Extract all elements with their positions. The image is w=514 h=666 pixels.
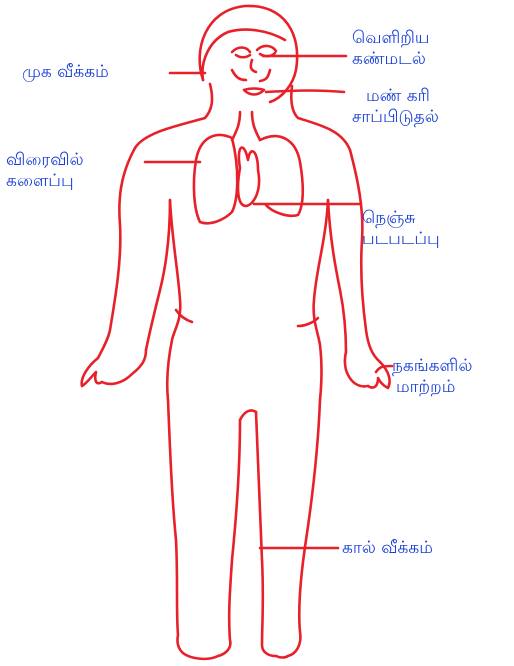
right-leg-inner — [256, 412, 276, 656]
label-leg-swelling-line1: கால் வீக்கம் — [342, 538, 433, 559]
left-neck-shoulder — [135, 84, 212, 148]
left-arm-inner — [146, 200, 170, 350]
label-eating-soil-line2: சாப்பிடுதல் — [352, 107, 439, 128]
left-hand — [82, 350, 146, 386]
cheeks — [232, 70, 270, 81]
left-eye — [232, 48, 250, 58]
mouth — [244, 89, 264, 95]
right-eye — [257, 46, 276, 56]
trachea — [232, 112, 260, 140]
heart — [238, 148, 259, 206]
label-quick-fatigue-line2: களைப்பு — [6, 171, 84, 192]
label-pale-eyelids: வெளிறிய கண்மடல் — [352, 28, 430, 70]
left-arm-outer — [98, 148, 135, 358]
nose — [251, 60, 256, 72]
pointer-nails — [376, 366, 392, 372]
right-arm-inner — [328, 200, 346, 352]
label-eating-soil: மண் கரி சாப்பிடுதல் — [352, 86, 439, 128]
pointer-mouth — [266, 91, 344, 93]
left-leg-outer — [168, 400, 186, 655]
left-foot — [186, 655, 218, 659]
label-palpitations: நெஞ்சு படபடப்பு — [362, 208, 440, 250]
right-foot — [276, 656, 288, 658]
right-arm-outer — [350, 150, 380, 362]
label-face-swelling-line1: முக வீக்கம் — [22, 62, 109, 83]
label-nail-changes: நகங்களில் மாற்றம் — [392, 356, 472, 398]
right-neck-shoulder — [291, 86, 350, 150]
label-leg-swelling: கால் வீக்கம் — [342, 538, 433, 559]
label-quick-fatigue-line1: விரைவில் — [6, 150, 84, 171]
label-nail-changes-line1: நகங்களில் — [392, 356, 472, 377]
left-lung — [194, 135, 237, 223]
right-leg-outer — [288, 400, 320, 656]
torso-right — [314, 200, 328, 400]
label-palpitations-line1: நெஞ்சு — [362, 208, 440, 229]
label-quick-fatigue: விரைவில் களைப்பு — [6, 150, 84, 192]
crotch — [240, 410, 256, 420]
label-palpitations-line2: படபடப்பு — [362, 229, 440, 250]
label-eating-soil-line1: மண் கரி — [352, 86, 439, 107]
right-hand — [345, 352, 390, 388]
label-pale-eyelids-line1: வெளிறிய — [352, 28, 430, 49]
label-pale-eyelids-line2: கண்மடல் — [352, 49, 430, 70]
label-nail-changes-line2: மாற்றம் — [392, 377, 472, 398]
left-leg-inner — [218, 420, 240, 656]
label-face-swelling: முக வீக்கம் — [22, 62, 109, 83]
